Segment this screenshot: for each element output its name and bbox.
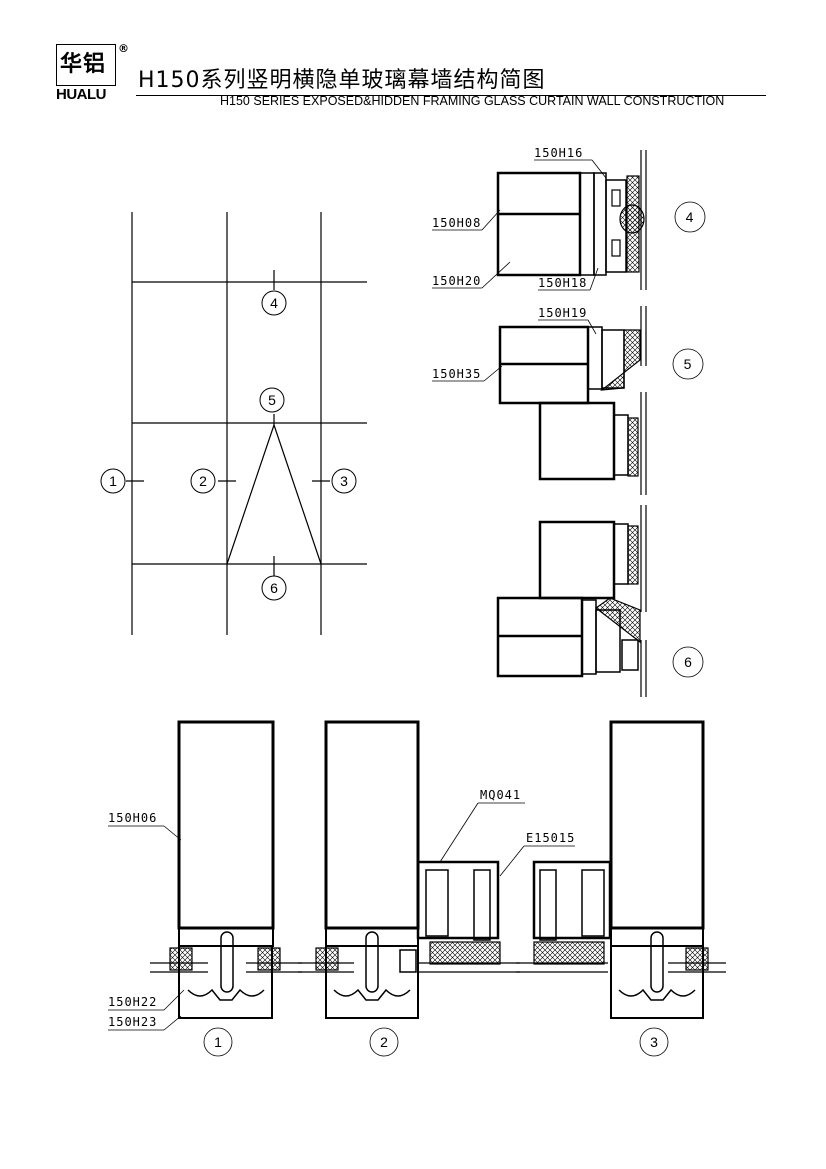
label-150H19: 150H19 [538, 306, 587, 320]
label-E15015: E15015 [526, 831, 575, 845]
label-150H18: 150H18 [538, 276, 587, 290]
marker-4-circle [261, 290, 287, 316]
marker-6-circle [261, 575, 287, 601]
label-150H16: 150H16 [534, 146, 583, 160]
title-underline [136, 95, 766, 96]
marker-3-circle [331, 468, 357, 494]
detail-4-marker: 4 [686, 209, 695, 225]
section-detail-6 [496, 505, 704, 697]
label-150H23: 150H23 [108, 1015, 157, 1029]
title-chinese: H150系列竖明横隐单玻璃幕墙结构简图 [138, 68, 546, 93]
label-150H35: 150H35 [432, 367, 481, 381]
bottom-marker-2: 2 [380, 1034, 388, 1050]
logo-chinese: 华铝 [60, 51, 107, 77]
label-150H08: 150H08 [432, 216, 481, 230]
label-150H06: 150H06 [108, 811, 157, 825]
title-english: H150 SERIES EXPOSED&HIDDEN FRAMING GLASS… [220, 94, 725, 108]
detail-5-marker: 5 [684, 356, 693, 372]
section-detail-5 [498, 306, 647, 495]
bottom-marker-1: 1 [214, 1034, 222, 1050]
logo-english: HUALU [56, 86, 107, 103]
detail-4-leaders [432, 159, 706, 291]
marker-2: 2 [199, 473, 207, 489]
section-mullion-2 [298, 720, 420, 1019]
marker-2-circle [190, 468, 216, 494]
label-MQ041: MQ041 [480, 788, 521, 802]
detail-5-leaders [432, 319, 704, 382]
hualu-logo: 华铝 [56, 44, 116, 86]
marker-5: 5 [268, 392, 276, 408]
marker-3: 3 [340, 473, 348, 489]
bottom-marker-3: 3 [650, 1034, 658, 1050]
label-150H20: 150H20 [432, 274, 481, 288]
marker-4: 4 [270, 295, 278, 311]
marker-6: 6 [270, 580, 278, 596]
detail-6-marker: 6 [684, 654, 692, 670]
section-mullion-1 [150, 720, 302, 1019]
elevation-markers [100, 290, 357, 601]
section-detail-4 [496, 150, 647, 290]
registered-mark: ® [118, 42, 129, 55]
label-150H22: 150H22 [108, 995, 157, 1009]
section-mullion-3 [609, 720, 726, 1019]
marker-5-circle [259, 387, 285, 413]
marker-1: 1 [109, 473, 117, 489]
section-transom-middle [416, 860, 612, 973]
elevation-grid [126, 212, 367, 635]
bottom-leaders [108, 802, 669, 1057]
marker-1-circle [100, 468, 126, 494]
logo-frame [56, 44, 116, 86]
